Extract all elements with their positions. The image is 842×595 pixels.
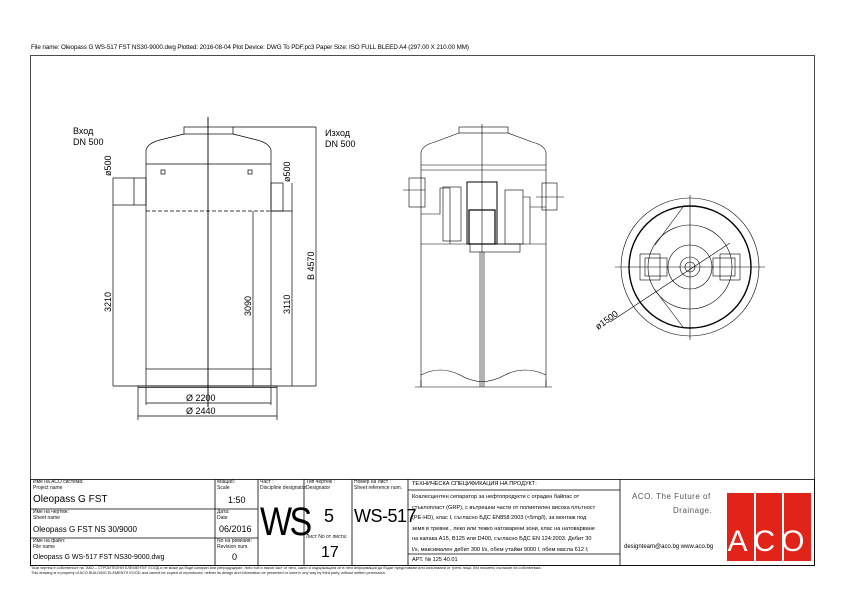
copyright-footer: Този чертеж е собственост на "АКО – СТРО… — [31, 566, 542, 575]
dim-total-height: B 4570 — [306, 251, 316, 280]
sheet-of-label: Лист No от листа: — [306, 534, 347, 540]
scale-label: Мащаб:Scale — [217, 479, 236, 491]
side-elevation-view: Вход DN 500 Изход DN 500 ø500 ø500 3210 … — [73, 117, 356, 420]
plan-view: ø1500 — [593, 195, 765, 340]
contact-info: designteam@aco.bg www.aco.bg — [624, 544, 714, 550]
scale-value: 1:50 — [228, 495, 246, 505]
slogan-line-2: Drainage. — [673, 506, 713, 515]
slogan-line-1: ACO. The Future of — [632, 492, 711, 501]
aco-logo-text: ACO — [727, 525, 811, 558]
spec-line: на капака А15, В125 или D400, съгласно Б… — [412, 536, 592, 542]
dim-inlet-pipe: ø500 — [103, 155, 113, 176]
project-name: Oleopass G FST — [33, 494, 108, 505]
aco-logo: ACO — [727, 493, 811, 561]
date-label: Дата:Date — [217, 509, 230, 521]
type-label: Тип чертеж :Designator — [306, 479, 335, 491]
dim-plan-diameter: ø1500 — [593, 309, 620, 332]
revision-label: No на ревизия:Revision num. — [217, 538, 252, 550]
reference-value: WS-517 — [354, 506, 417, 526]
dim-outlet-pipe: ø500 — [282, 161, 292, 182]
reference-label: Номер на лист :Sheet reference num. — [354, 479, 403, 491]
inlet-dn: DN 500 — [73, 137, 104, 147]
dim-base-diameter: Ø 2440 — [186, 406, 216, 416]
section-view — [403, 124, 564, 388]
type-value: 5 — [324, 506, 335, 526]
outlet-dn: DN 500 — [325, 139, 356, 149]
spec-line: (PE-HD), клас I, съгласно БДС EN858:2003… — [412, 515, 587, 521]
date-value: 06/2016 — [219, 524, 252, 534]
spec-line: Коалесцентен сепаратор за нефтопродукти … — [412, 494, 580, 500]
sheet-of-value: 17 — [321, 544, 339, 561]
spec-line: l/s, максимален дебит 300 l/s, обем утай… — [412, 546, 589, 553]
discipline-value: WS — [260, 500, 312, 544]
spec-title: ТЕХНИЧЕСКА СПЕЦИФИКАЦИЯ НА ПРОДУКТ: — [412, 481, 537, 487]
dim-inner-height: 3090 — [243, 296, 253, 316]
copyright-en: This drawing is a property of ACO BUILDI… — [31, 570, 386, 575]
article-number: АРТ. № 125 40.01 — [412, 557, 458, 563]
inlet-label: Вход — [73, 126, 94, 136]
file-label: Име на файл:File name — [33, 538, 66, 550]
sheet-name: Oleopass G FST NS 30/9000 — [33, 525, 137, 534]
dim-inlet-height: 3210 — [103, 292, 113, 312]
file-name: Oleopass G WS-517 FST NS30-9000.dwg — [33, 554, 165, 561]
spec-line: земя в тревни , леко или тежко натоварен… — [412, 525, 595, 532]
title-block-grid — [30, 479, 815, 566]
project-label: Име на АСО система:Project name — [33, 479, 84, 491]
dim-body-diameter: Ø 2200 — [186, 393, 216, 403]
copyright-bg: Този чертеж е собственост на "АКО – СТРО… — [31, 566, 542, 570]
discipline-label: Част :Discipline designator — [260, 479, 307, 491]
sheet-label: Име на чертеж:Sheet name — [33, 509, 69, 521]
dim-outlet-height: 3110 — [282, 295, 292, 314]
revision-value: 0 — [232, 552, 238, 562]
outlet-label: Изход — [325, 128, 351, 138]
plot-info-header: File name: Oleopass G WS-517 FST NS30-90… — [31, 44, 469, 51]
spec-line: стъклопласт (GRP), с вътрешни части от п… — [412, 504, 596, 511]
